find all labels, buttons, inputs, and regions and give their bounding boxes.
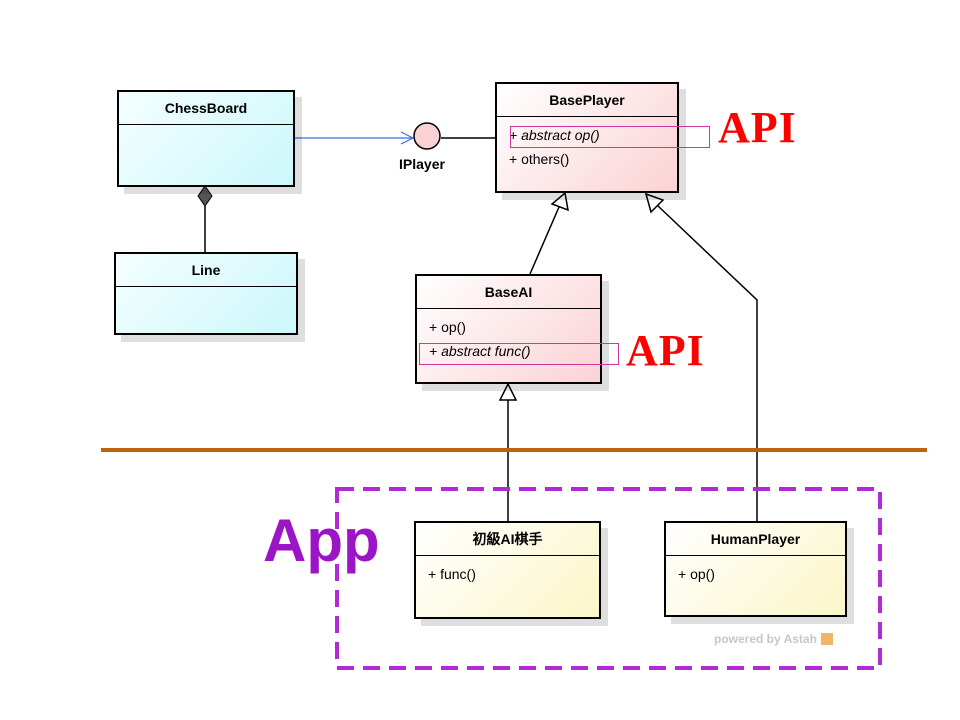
class-name: BaseAI xyxy=(417,276,600,309)
operations-compartment: + op() + abstract func() xyxy=(417,309,600,363)
class-name: Line xyxy=(116,254,296,287)
operations-compartment: + op() xyxy=(666,556,845,586)
generalization-humanplayer-line xyxy=(656,204,758,521)
class-name: ChessBoard xyxy=(119,92,293,125)
app-boundary xyxy=(335,487,882,670)
operation-text: + op() xyxy=(678,566,715,582)
generalization-baseai-arrow xyxy=(550,191,569,212)
watermark-text: powered by Astah xyxy=(714,632,817,646)
astah-watermark: powered by Astah xyxy=(714,632,834,646)
class-name: HumanPlayer xyxy=(666,523,845,556)
class-humanplayer[interactable]: HumanPlayer + op() xyxy=(664,521,847,617)
class-name: BasePlayer xyxy=(497,84,677,117)
api-annotation: API xyxy=(626,326,705,375)
operation-text: + others() xyxy=(509,151,570,167)
generalization-beginner-arrow xyxy=(498,382,518,401)
class-baseai[interactable]: BaseAI + op() + abstract func() xyxy=(415,274,602,384)
operation-text: + op() xyxy=(429,319,466,335)
operation-others: + others() xyxy=(509,147,677,171)
astah-logo-icon xyxy=(821,633,834,645)
api-highlight-box xyxy=(510,126,710,148)
operation-text: + abstract func() xyxy=(429,343,531,359)
operation-text: + abstract op() xyxy=(509,127,600,143)
operation-abstract-func: + abstract func() xyxy=(429,339,600,363)
operation-text: + func() xyxy=(428,566,476,582)
class-chessboard[interactable]: ChessBoard xyxy=(117,90,295,187)
api-highlight-box xyxy=(419,343,619,365)
dependency-arrowhead xyxy=(400,131,415,145)
iplayer-interface-label: IPlayer xyxy=(399,156,445,172)
class-name: 初級AI棋手 xyxy=(416,523,599,556)
operations-compartment: + abstract op() + others() xyxy=(497,117,677,171)
class-beginner-ai-player[interactable]: 初級AI棋手 + func() xyxy=(414,521,601,619)
app-annotation: App xyxy=(263,507,380,574)
generalization-baseai-line xyxy=(529,206,560,275)
class-baseplayer[interactable]: BasePlayer + abstract op() + others() xyxy=(495,82,679,193)
iplayer-interface-circle xyxy=(413,122,441,150)
operations-compartment: + func() xyxy=(416,556,599,586)
operation-abstract-op: + abstract op() xyxy=(509,123,677,147)
generalization-humanplayer-arrow xyxy=(644,192,665,214)
composition-diamond xyxy=(197,185,213,207)
operation-op: + op() xyxy=(678,562,845,586)
api-annotation: API xyxy=(718,103,797,152)
class-line[interactable]: Line xyxy=(114,252,298,335)
operation-func: + func() xyxy=(428,562,599,586)
operation-op: + op() xyxy=(429,315,600,339)
